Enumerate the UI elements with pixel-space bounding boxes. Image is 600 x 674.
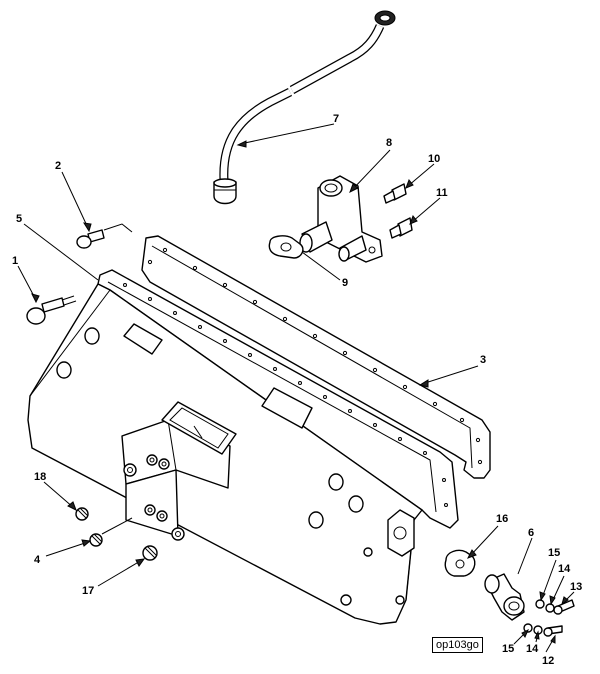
callout-16: 16 <box>496 513 508 525</box>
callout-11: 11 <box>436 187 448 199</box>
pipe-plug-18 <box>75 507 89 521</box>
leader-lines <box>17 123 575 653</box>
washer-15-upper <box>535 599 545 609</box>
callout-1: 1 <box>12 255 18 267</box>
callout-2: 2 <box>55 160 61 172</box>
callout-10: 10 <box>428 153 440 165</box>
oil-tube <box>213 10 396 205</box>
pipe-plug-10 <box>383 183 407 204</box>
oil-pan <box>27 269 459 625</box>
pipe-plug-4 <box>89 517 133 547</box>
callout-18: 18 <box>34 471 46 483</box>
washer-15-lower <box>523 623 533 633</box>
callout-13: 13 <box>570 581 582 593</box>
callout-3: 3 <box>480 354 486 366</box>
callout-6: 6 <box>528 527 534 539</box>
callout-5: 5 <box>16 213 22 225</box>
callout-15b: 15 <box>502 643 514 655</box>
callout-12: 12 <box>542 655 554 667</box>
callout-15a: 15 <box>548 547 560 559</box>
callout-14a: 14 <box>558 563 571 575</box>
fitting-gasket <box>268 235 304 259</box>
callout-17: 17 <box>82 585 94 597</box>
oil-pickup-fitting <box>299 175 383 263</box>
oil-pan-gasket <box>141 235 491 479</box>
callout-7: 7 <box>333 113 339 125</box>
callout-labels: 1 2 3 4 5 6 7 8 9 10 11 12 13 14 14 15 1… <box>12 113 582 667</box>
bolt-2 <box>76 223 133 249</box>
oil-elbow <box>484 573 525 621</box>
elbow-gasket <box>444 549 476 577</box>
pipe-plug-17 <box>142 545 158 561</box>
callout-8: 8 <box>386 137 392 149</box>
figure-reference-code: op103go <box>432 637 483 653</box>
capscrew-12 <box>543 625 563 637</box>
callout-9: 9 <box>342 277 348 289</box>
pipe-plug-11 <box>389 217 413 239</box>
lockwasher-14-upper <box>545 603 555 613</box>
callout-14b: 14 <box>526 643 539 655</box>
capscrew-13 <box>553 599 575 615</box>
bolt-1 <box>26 295 77 325</box>
callout-4: 4 <box>34 554 41 566</box>
